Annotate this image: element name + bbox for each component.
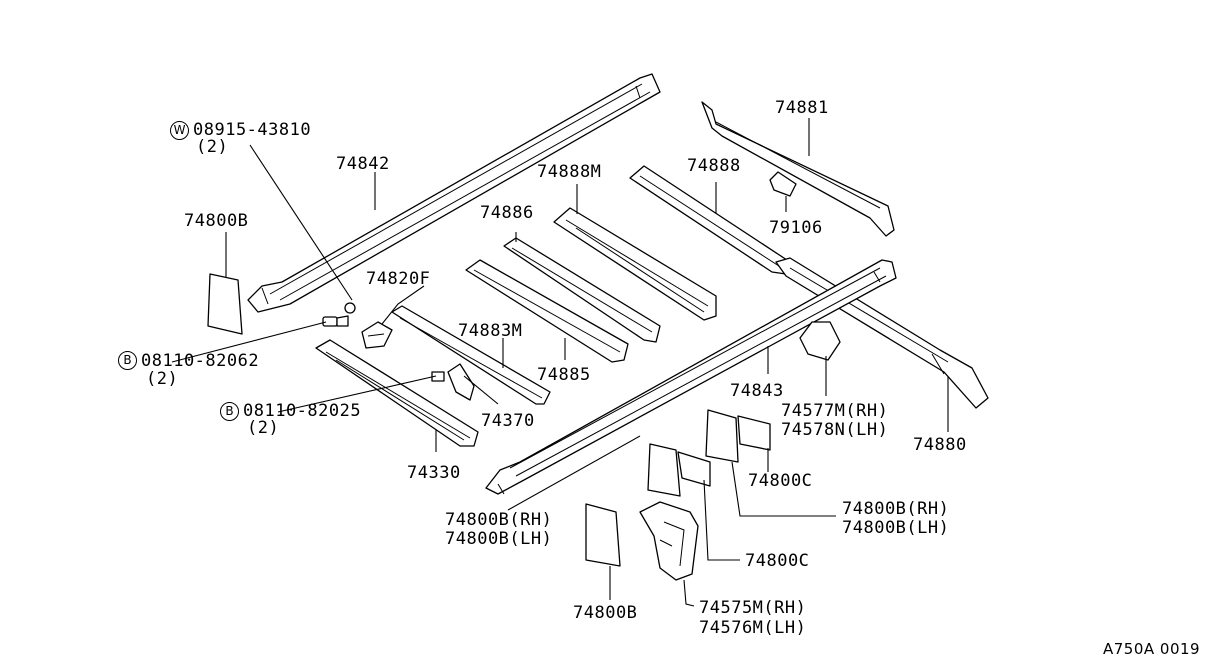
label-74842: 74842 <box>336 154 390 174</box>
label-74886: 74886 <box>480 203 534 223</box>
bracket-74577M <box>799 321 841 361</box>
diagram-reference-code: A750A 0019 <box>1103 640 1201 658</box>
label-74575M: 74575M(RH) <box>699 598 807 618</box>
label-74881: 74881 <box>775 98 829 118</box>
bolt-symbol-2: B <box>220 402 239 421</box>
label-74888: 74888 <box>687 156 741 176</box>
bracket-79106 <box>769 171 797 197</box>
pad-74800B-center <box>647 443 681 497</box>
label-74883M: 74883M <box>458 321 523 341</box>
pad-74800C-center <box>677 451 711 487</box>
label-74578N: 74578N(LH) <box>781 420 889 440</box>
label-79106: 79106 <box>769 218 823 238</box>
label-74800B-bottom: 74800B <box>573 603 638 623</box>
clip-74370 <box>447 363 475 401</box>
label-74577M: 74577M(RH) <box>781 401 889 421</box>
label-74800B-top: 74800B <box>184 211 249 231</box>
label-74370: 74370 <box>481 411 535 431</box>
label-washer-qty: (2) <box>196 137 229 157</box>
label-74800B-lh-left: 74800B(LH) <box>445 529 553 549</box>
crossmember-74886 <box>503 237 661 343</box>
pad-74800B-bottom <box>585 503 621 567</box>
label-74800B-rh-right: 74800B(RH) <box>842 499 950 519</box>
leader-lines <box>171 118 949 607</box>
bolt-08110-82062 <box>322 315 349 327</box>
crossmember-74330 <box>315 339 479 447</box>
label-74800B-rh-left: 74800B(RH) <box>445 510 553 530</box>
label-74800B-lh-right: 74800B(LH) <box>842 518 950 538</box>
label-bolt-qty-2: (2) <box>247 418 280 438</box>
label-74330: 74330 <box>407 463 461 483</box>
label-08110-82062: 08110-82062 <box>141 351 260 371</box>
label-74800C-right: 74800C <box>748 471 813 491</box>
label-74843: 74843 <box>730 381 784 401</box>
rail-74881 <box>701 101 895 237</box>
rail-74843 <box>485 259 897 495</box>
label-08110-82025: 08110-82025 <box>243 401 362 421</box>
bracket-74575M <box>639 501 699 581</box>
label-bolt-qty-1: (2) <box>146 369 179 389</box>
rail-74888 <box>629 165 791 275</box>
label-74880: 74880 <box>913 435 967 455</box>
label-08915-43810: 08915-43810 <box>193 120 312 140</box>
washer-symbol: W <box>170 121 189 140</box>
rail-74842 <box>247 73 661 313</box>
label-74820F: 74820F <box>366 269 431 289</box>
pad-74800C-right-a <box>705 409 739 463</box>
crossmember-74883M <box>391 305 551 405</box>
label-74888M: 74888M <box>537 162 602 182</box>
label-74885: 74885 <box>537 365 591 385</box>
washer-08915-43810 <box>344 302 356 314</box>
crossmember-74888M <box>553 207 717 321</box>
label-74800C-mid: 74800C <box>745 551 810 571</box>
pad-74800B-top <box>207 273 243 335</box>
pad-74800C-right-b <box>737 415 771 451</box>
bolt-symbol-1: B <box>118 351 137 370</box>
label-74576M: 74576M(LH) <box>699 618 807 638</box>
crossmember-74885 <box>465 259 629 363</box>
